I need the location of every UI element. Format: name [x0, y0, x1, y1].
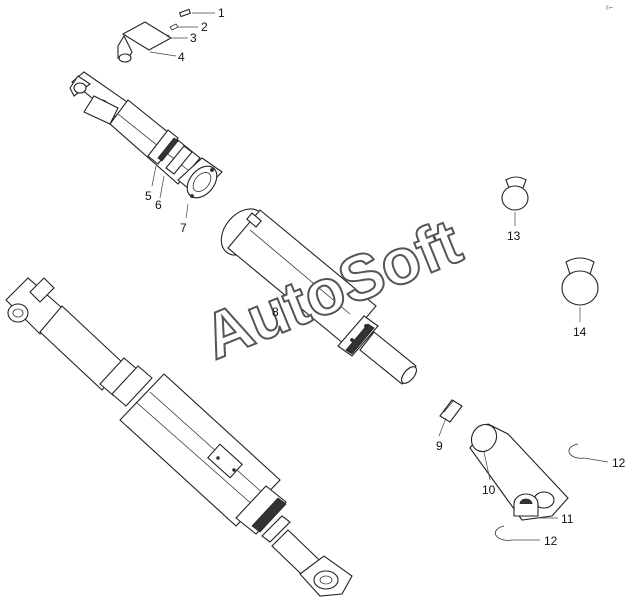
- part-pin-small: [178, 8, 192, 18]
- part-nut: [439, 399, 463, 423]
- part-rod-end: [469, 423, 569, 521]
- callout-12b: 12: [544, 534, 558, 548]
- part-pin-headed: [117, 21, 173, 63]
- callout-1: 1: [218, 6, 225, 20]
- part-bushing: [513, 493, 539, 517]
- leader-lines: [149, 12, 609, 541]
- part-grease-bag-small: [501, 176, 529, 211]
- callout-11: 11: [561, 512, 574, 526]
- callout-7: 7: [180, 221, 187, 235]
- part-retaining-ring-b: [495, 525, 513, 541]
- callout-13: 13: [507, 229, 521, 243]
- upper-cylinder: [69, 71, 223, 199]
- corner-mark: r⌐: [606, 3, 614, 12]
- callout-14: 14: [573, 325, 587, 339]
- callout-5: 5: [145, 189, 152, 203]
- callout-4: 4: [178, 50, 185, 64]
- callout-9: 9: [436, 439, 443, 453]
- callout-8: 8: [272, 305, 279, 319]
- callout-labels: 1 2 3 4 5 6 7 8 9 10 11 12 12 13 14: [145, 6, 626, 548]
- callout-6: 6: [155, 198, 162, 212]
- part-retaining-ring-a: [568, 443, 585, 459]
- part-grease-bag-large: [561, 257, 599, 306]
- callout-10: 10: [482, 483, 496, 497]
- callout-2: 2: [201, 20, 208, 34]
- part-cotter: [169, 23, 179, 31]
- callout-12a: 12: [612, 456, 626, 470]
- middle-cylinder: [220, 208, 418, 385]
- callout-3: 3: [190, 31, 197, 45]
- lower-cylinder: [5, 277, 353, 597]
